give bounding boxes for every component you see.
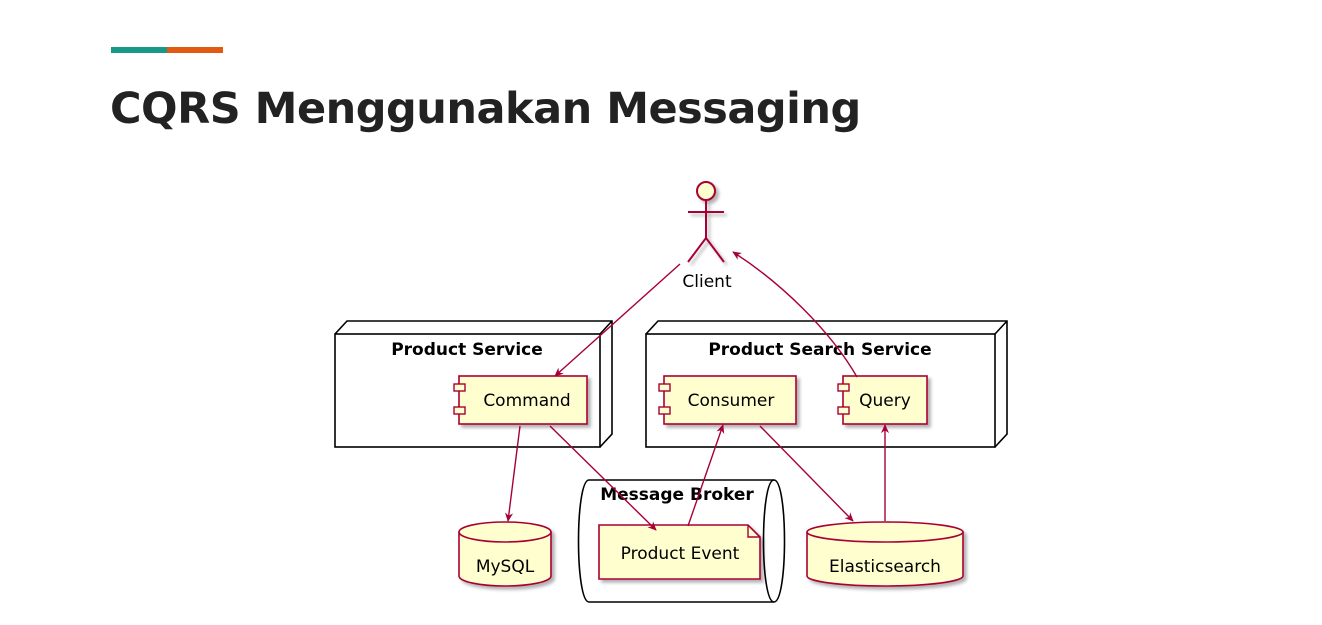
database-elasticsearch-label: Elasticsearch [829, 557, 941, 577]
component-command: Command [453, 375, 588, 425]
queue-message-broker-label: Message Broker [600, 485, 754, 505]
stick-figure-icon [687, 181, 725, 263]
node-product-search-service-label: Product Search Service [708, 340, 931, 360]
edge-command-to-mysql [504, 425, 521, 522]
component-query-label: Query [859, 391, 911, 411]
component-consumer-label: Consumer [688, 391, 775, 411]
client-label: Client [682, 272, 732, 292]
edges [504, 251, 890, 531]
component-query: Query [837, 375, 928, 425]
accent-bar-orange [167, 47, 223, 53]
edge-product-event-to-consumer [687, 424, 725, 527]
component-command-label: Command [483, 391, 570, 411]
note-product-event: Product Event [598, 524, 761, 580]
database-mysql: MySQL [458, 521, 552, 587]
client-actor [687, 181, 725, 263]
note-product-event-label: Product Event [621, 544, 740, 564]
database-mysql-label: MySQL [476, 557, 535, 577]
database-elasticsearch: Elasticsearch [806, 521, 964, 587]
page-title: CQRS Menggunakan Messaging [110, 84, 861, 134]
edge-query-to-client [732, 251, 858, 378]
edge-consumer-to-elasticsearch [759, 425, 854, 522]
accent-bar-teal [111, 47, 167, 53]
edge-command-to-product-event [549, 425, 657, 531]
edge-client-to-command [554, 263, 681, 377]
node-product-service-label: Product Service [391, 340, 543, 360]
component-consumer: Consumer [658, 375, 797, 425]
